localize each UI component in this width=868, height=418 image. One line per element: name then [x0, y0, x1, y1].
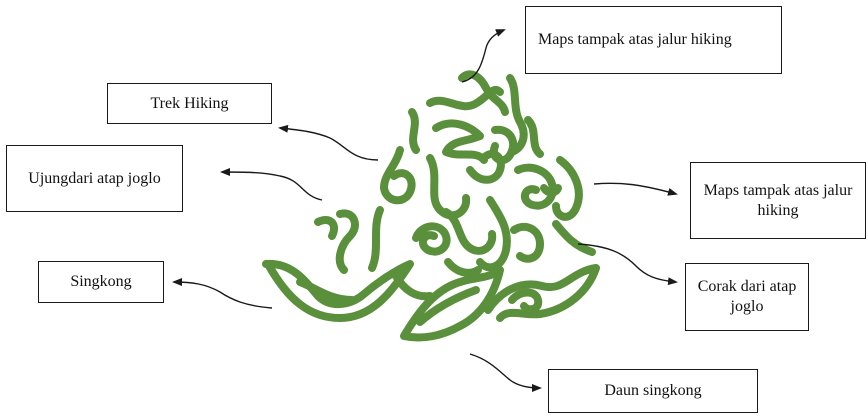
- label-trek-hiking: Trek Hiking: [107, 83, 272, 124]
- motif-stroke: [416, 226, 447, 251]
- label-singkong: Singkong: [38, 261, 164, 303]
- label-ujung-atap-text: Ujungdari atap joglo: [28, 169, 160, 189]
- label-singkong-text: Singkong: [70, 272, 131, 292]
- label-corak-atap: Corak dari atap joglo: [685, 263, 809, 331]
- label-corak-atap-text: Corak dari atap joglo: [694, 277, 800, 317]
- motif-stroke: [372, 210, 380, 268]
- arrow-to-trek-hiking: [280, 128, 378, 160]
- motif-stroke: [448, 262, 478, 273]
- label-maps-right-text: Maps tampak atas jalur hiking: [699, 181, 857, 221]
- label-ujung-atap: Ujungdari atap joglo: [6, 145, 183, 212]
- motif-stroke: [412, 112, 416, 150]
- motif-stroke: [436, 123, 484, 160]
- motif-stroke: [300, 282, 352, 300]
- motif-stroke: [512, 293, 538, 310]
- label-maps-top-text: Maps tampak atas jalur hiking: [538, 30, 732, 50]
- motif-stroke: [384, 150, 412, 200]
- motif-stroke: [544, 188, 558, 193]
- label-maps-top: Maps tampak atas jalur hiking: [525, 6, 782, 74]
- arrow-to-daun-singkong: [470, 354, 540, 388]
- motif-stroke: [340, 213, 355, 270]
- motif-stroke: [396, 276, 430, 296]
- label-trek-hiking-text: Trek Hiking: [150, 94, 228, 114]
- label-daun-singkong: Daun singkong: [548, 369, 758, 413]
- motif-stroke: [446, 212, 492, 251]
- motif-stroke: [266, 264, 410, 318]
- motif-stroke: [514, 227, 540, 259]
- batik-motif: [266, 74, 596, 337]
- arrow-to-maps-right: [594, 183, 676, 194]
- motif-stroke: [318, 220, 334, 236]
- arrow-to-singkong: [174, 282, 272, 308]
- motif-stroke: [528, 120, 540, 154]
- label-daun-singkong-text: Daun singkong: [604, 381, 701, 401]
- arrow-to-ujung-atap: [222, 172, 322, 200]
- motif-stroke: [556, 224, 592, 252]
- motif-stroke: [488, 268, 596, 318]
- label-maps-right: Maps tampak atas jalur hiking: [690, 162, 866, 239]
- motif-stroke: [430, 158, 466, 215]
